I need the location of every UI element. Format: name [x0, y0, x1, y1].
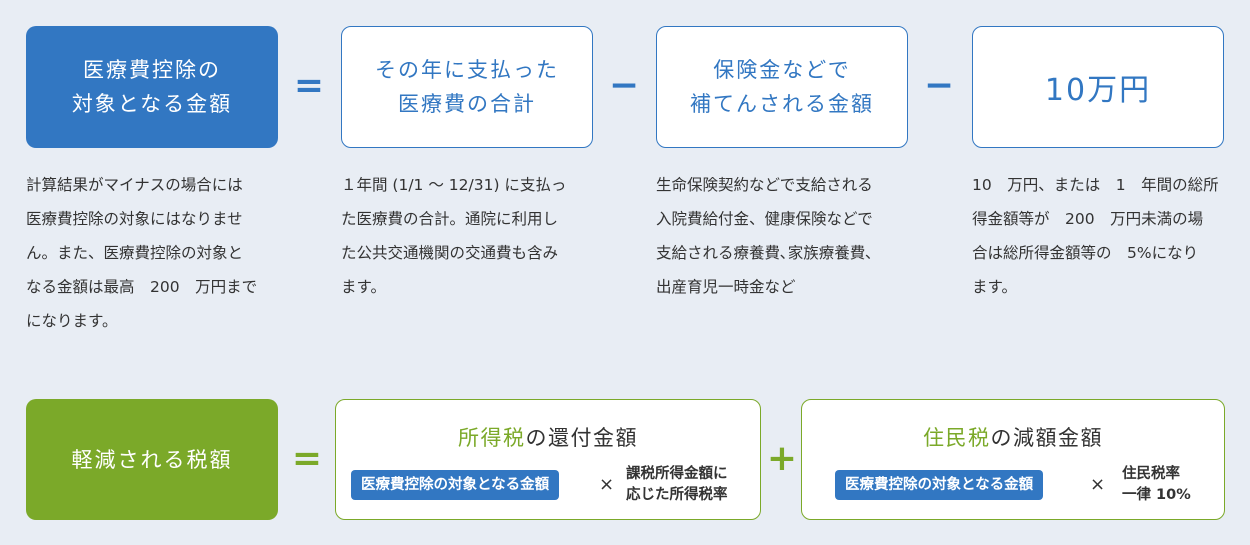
resident-tax-deductible-pill: 医療費控除の対象となる金額 [835, 470, 1044, 500]
income-tax-refund-box: 所得税の還付金額 医療費控除の対象となる金額 × 課税所得金額に 応じた所得税率 [335, 399, 761, 520]
desc2-line: ます。 [341, 278, 386, 296]
insurance-line1: 保険金などで [713, 58, 851, 82]
desc1-line: ん。また、医療費控除の対象と [26, 244, 244, 262]
income-tax-deductible-pill: 医療費控除の対象となる金額 [351, 470, 560, 500]
resident-tax-rate: 住民税率 一律 10% [1122, 464, 1191, 506]
desc2-line: た公共交通機関の交通費も含み [341, 244, 559, 262]
income-tax-rate-line1: 課税所得金額に [626, 466, 728, 482]
medical-total-line1: その年に支払った [375, 58, 559, 82]
hundred-thousand-box: 10万円 [972, 26, 1224, 148]
description-medical-total: １年間 (1/1 〜 12/31) に支払っ た医療費の合計。通院に利用し た公… [341, 168, 597, 304]
plus-operator: + [766, 438, 798, 479]
resident-tax-title: 住民税の減額金額 [802, 422, 1224, 452]
desc4-line: 10 万円、または 1 年間の総所 [972, 176, 1219, 194]
desc3-line: 支給される療養費､家族療養費､ [656, 244, 874, 262]
reduced-tax-label: 軽減される税額 [71, 447, 233, 472]
desc3-line: 生命保険契約などで支給される [656, 176, 873, 194]
desc4-line: 合は総所得金額等の 5%になり [972, 244, 1199, 262]
minus-operator-1: − [608, 65, 640, 106]
desc3-line: 出産育児一時金など [656, 278, 796, 296]
description-hundred-thousand: 10 万円、または 1 年間の総所 得金額等が 200 万円未満の場 合は総所得… [972, 168, 1228, 304]
description-insurance: 生命保険契約などで支給される 入院費給付金、健康保険などで 支給される療養費､家… [656, 168, 912, 304]
desc2-line: た医療費の合計。通院に利用し [341, 210, 559, 228]
income-tax-times: × [599, 474, 615, 495]
deductible-line2: 対象となる金額 [71, 92, 233, 116]
resident-tax-title-rest: の減額金額 [990, 426, 1103, 450]
desc1-line: 計算結果がマイナスの場合には [26, 176, 243, 194]
income-tax-title-rest: の還付金額 [525, 426, 638, 450]
resident-tax-rate-line2: 一律 10% [1122, 487, 1191, 503]
deductible-amount-box: 医療費控除の対象となる金額 [26, 26, 278, 148]
desc4-line: 得金額等が 200 万円未満の場 [972, 210, 1204, 228]
equals-operator-green: = [291, 438, 323, 479]
hundred-thousand-label: 10万円 [1044, 73, 1152, 108]
reduced-tax-box: 軽減される税額 [26, 399, 278, 520]
description-deductible: 計算結果がマイナスの場合には 医療費控除の対象にはなりませ ん。また、医療費控除… [26, 168, 282, 338]
medical-total-line2: 医療費の合計 [398, 92, 536, 116]
income-tax-highlight: 所得税 [458, 426, 526, 450]
resident-tax-rate-line1: 住民税率 [1122, 466, 1180, 482]
income-tax-title: 所得税の還付金額 [336, 422, 760, 452]
desc1-line: 医療費控除の対象にはなりませ [26, 210, 243, 228]
medical-total-box: その年に支払った医療費の合計 [341, 26, 593, 148]
desc3-line: 入院費給付金、健康保険などで [656, 210, 873, 228]
desc1-line: なる金額は最高 200 万円まで [26, 278, 258, 296]
income-tax-rate-line2: 応じた所得税率 [626, 487, 728, 503]
minus-operator-2: − [923, 65, 955, 106]
desc1-line: になります。 [26, 312, 118, 330]
desc4-line: ます。 [972, 278, 1017, 296]
insurance-line2: 補てんされる金額 [690, 92, 874, 116]
insurance-box: 保険金などで補てんされる金額 [656, 26, 908, 148]
income-tax-rate: 課税所得金額に 応じた所得税率 [626, 464, 728, 506]
desc2-line: １年間 (1/1 〜 12/31) に支払っ [341, 176, 567, 194]
resident-tax-reduction-box: 住民税の減額金額 医療費控除の対象となる金額 × 住民税率 一律 10% [801, 399, 1225, 520]
resident-tax-times: × [1090, 474, 1106, 495]
resident-tax-highlight: 住民税 [923, 426, 991, 450]
deductible-line1: 医療費控除の [83, 58, 221, 82]
equals-operator: = [293, 65, 325, 106]
